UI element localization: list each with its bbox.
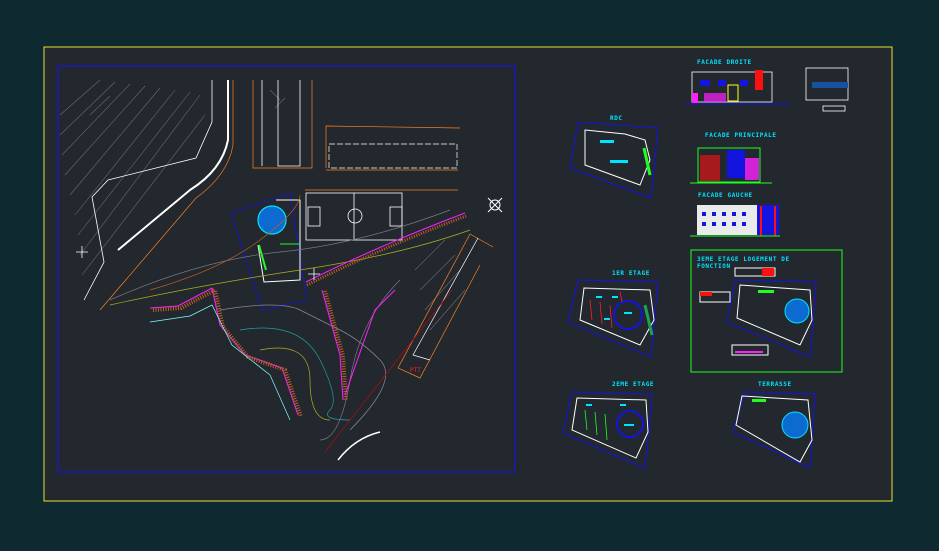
football-field <box>305 192 403 241</box>
contour-lines <box>109 194 471 441</box>
view-labels: FACADE DROITE RDC FACADE PRINCIPALE FACA… <box>610 59 792 388</box>
drawing-sheet <box>43 46 893 502</box>
facade-principale-drawing <box>690 147 772 184</box>
north-arrow-icon <box>487 197 503 213</box>
site-plan-viewport <box>57 65 516 473</box>
hatched-area <box>59 79 466 331</box>
label-2eme-etage: 2EME ETAGE <box>612 381 654 388</box>
road-edge <box>83 80 213 301</box>
plan-rdc <box>569 121 659 199</box>
title-block <box>805 67 849 112</box>
road-edge <box>117 80 229 251</box>
ptt-label: PTT <box>410 367 421 374</box>
label-3eme-etage: 3EME ETAGE LOGEMENT DE <box>697 256 790 263</box>
label-3eme-etage-2: FONCTION <box>697 263 731 270</box>
plan-1er-etage <box>567 279 659 358</box>
site-plan: PTT <box>57 65 516 473</box>
label-facade-droite: FACADE DROITE <box>697 59 752 66</box>
label-rdc: RDC <box>610 115 623 122</box>
label-facade-gauche: FACADE GAUCHE <box>698 192 753 199</box>
crosshair-icon <box>76 246 88 258</box>
facade-droite-drawing <box>686 70 790 105</box>
label-terrasse: TERRASSE <box>758 381 792 388</box>
crosshair-icon <box>308 268 320 280</box>
plan-2eme-etage <box>562 391 653 469</box>
slope-embankments <box>149 212 467 421</box>
plan-3eme-etage <box>690 249 843 373</box>
parking-strip <box>324 233 494 461</box>
plan-terrasse <box>732 391 816 469</box>
facade-gauche-drawing <box>690 205 780 237</box>
label-1er-etage: 1ER ETAGE <box>612 270 650 277</box>
label-facade-principale: FACADE PRINCIPALE <box>705 132 777 139</box>
